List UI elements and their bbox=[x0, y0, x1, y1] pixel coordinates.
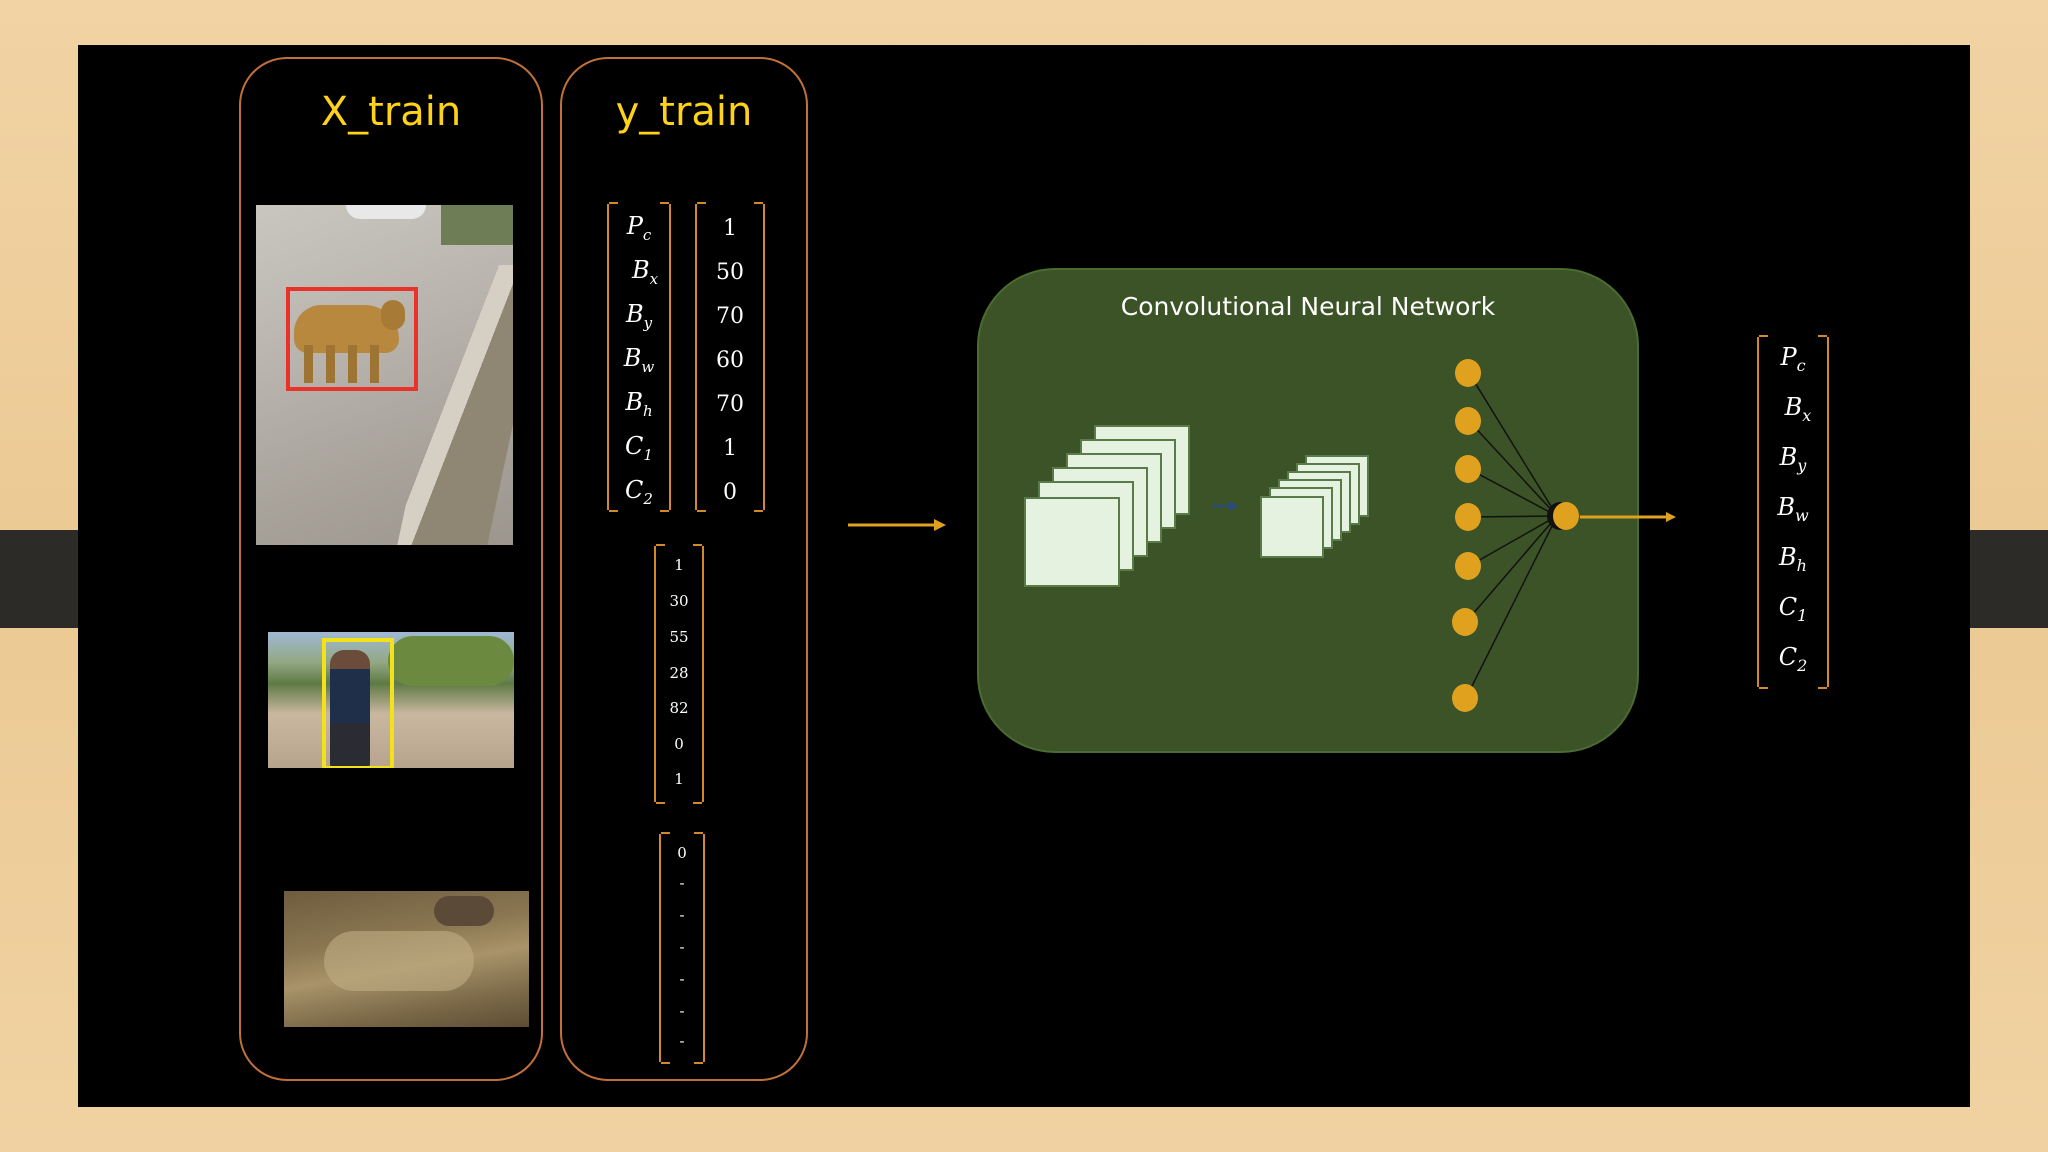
output-arrow bbox=[1580, 512, 1676, 522]
output-label-bh: Bh bbox=[1779, 543, 1807, 575]
dog-bounding-box bbox=[286, 287, 418, 391]
conv-arrow bbox=[1211, 501, 1238, 511]
y-train-panel: y_train Pc Bx By Bw Bh C1 C2 1 50 70 60 … bbox=[560, 57, 808, 1081]
vector3-value: - bbox=[679, 970, 685, 988]
cnn-block: Convolutional Neural Network bbox=[977, 268, 1639, 753]
dog-head bbox=[381, 300, 405, 330]
output-node bbox=[1553, 502, 1579, 530]
output-label-c2: C2 bbox=[1778, 643, 1808, 675]
label-by: By bbox=[625, 300, 653, 332]
label-c1: C1 bbox=[625, 432, 653, 464]
dirt-path bbox=[324, 931, 474, 991]
vector3-value: - bbox=[679, 906, 685, 924]
vector1-value: 70 bbox=[716, 304, 744, 329]
label-bx: Bx bbox=[631, 256, 659, 288]
output-label-by: By bbox=[1779, 443, 1807, 475]
vector3-value: - bbox=[679, 874, 685, 892]
slide: X_train y_train Pc Bx By bbox=[78, 45, 1970, 1107]
input-arrow bbox=[848, 519, 946, 531]
label-bw: Bw bbox=[623, 344, 655, 376]
dog-legs bbox=[304, 345, 384, 383]
output-label-bx: Bx bbox=[1784, 393, 1812, 425]
vector1-value: 70 bbox=[716, 392, 744, 417]
car-shape bbox=[346, 205, 426, 219]
label-vector-bracket: Pc Bx By Bw Bh C1 C2 bbox=[607, 202, 671, 512]
person-image bbox=[268, 632, 514, 768]
background-strip-left bbox=[0, 530, 78, 628]
fc-node bbox=[1455, 552, 1481, 580]
output-label-pc: Pc bbox=[1780, 343, 1806, 375]
vector3-value: - bbox=[679, 1002, 685, 1020]
fc-node bbox=[1455, 359, 1481, 387]
background-strip-right bbox=[1970, 530, 2048, 628]
vector1-value: 0 bbox=[723, 480, 737, 505]
vector2-value: 28 bbox=[669, 664, 689, 682]
feature-map bbox=[1024, 497, 1120, 587]
fc-node bbox=[1452, 608, 1478, 636]
output-vector-bracket: Pc Bx By Bw Bh C1 C2 bbox=[1757, 335, 1829, 689]
dog-image bbox=[256, 205, 513, 545]
fc-node bbox=[1455, 503, 1481, 531]
label-pc: Pc bbox=[626, 212, 652, 244]
vector3-value: 0 bbox=[677, 844, 687, 862]
cnn-title: Convolutional Neural Network bbox=[1120, 292, 1496, 321]
person-shape bbox=[330, 650, 370, 768]
feature-map bbox=[1260, 496, 1324, 558]
fc-node bbox=[1452, 684, 1478, 712]
vector2-value: 0 bbox=[674, 735, 684, 753]
fc-connections bbox=[1465, 372, 1558, 699]
background-label-vector: 0 - - - - - - bbox=[659, 832, 705, 1064]
vector2-value: 1 bbox=[674, 770, 684, 788]
ground-image bbox=[284, 891, 529, 1027]
vector2-value: 82 bbox=[669, 699, 689, 717]
fc-node bbox=[1455, 455, 1481, 483]
vector2-value: 1 bbox=[674, 556, 684, 574]
vector3-value: - bbox=[679, 1032, 685, 1050]
vector2-value: 55 bbox=[669, 628, 689, 646]
output-label-bw: Bw bbox=[1777, 493, 1809, 525]
vector1-value: 1 bbox=[723, 436, 737, 461]
tree-canopy bbox=[388, 636, 514, 686]
vector1-value: 60 bbox=[716, 348, 744, 373]
vector2-value: 30 bbox=[669, 592, 689, 610]
x-train-panel: X_train bbox=[239, 57, 543, 1081]
vector1-value: 1 bbox=[723, 216, 737, 241]
person-label-vector: 1 30 55 28 82 0 1 bbox=[654, 544, 704, 804]
vector3-value: - bbox=[679, 938, 685, 956]
shrub bbox=[434, 896, 494, 926]
y-train-title: y_train bbox=[615, 89, 753, 135]
output-label-c1: C1 bbox=[1778, 593, 1808, 625]
bushes bbox=[441, 205, 513, 245]
vector1-value: 50 bbox=[716, 260, 744, 285]
fc-node bbox=[1455, 407, 1481, 435]
dog-label-vector: 1 50 70 60 70 1 0 bbox=[695, 202, 765, 512]
label-c2: C2 bbox=[625, 476, 653, 508]
label-bh: Bh bbox=[625, 388, 653, 420]
x-train-title: X_train bbox=[320, 89, 462, 135]
person-bounding-box bbox=[322, 638, 394, 768]
